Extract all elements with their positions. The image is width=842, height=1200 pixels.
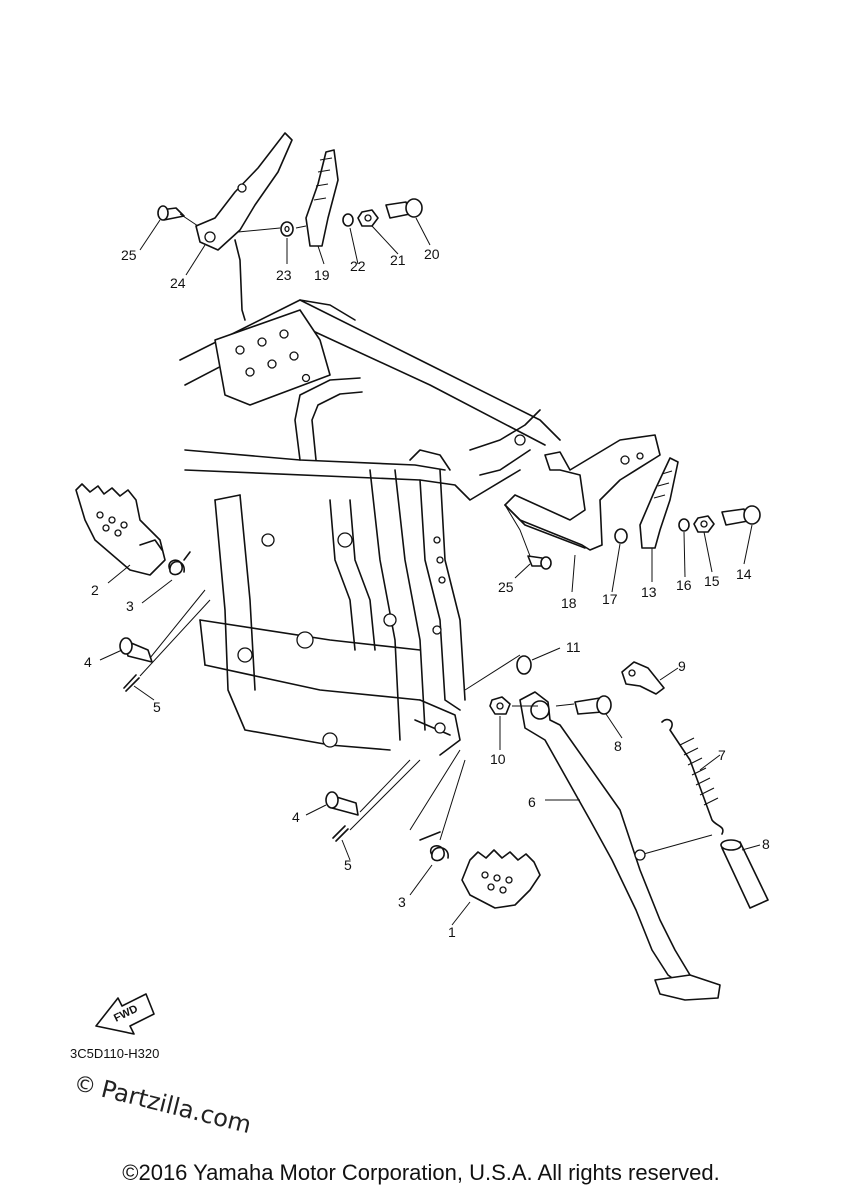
callout-25-upper: 25 — [121, 247, 137, 263]
callout-9: 9 — [678, 658, 686, 674]
diagram-code: 3C5D110-H320 — [70, 1046, 160, 1061]
callout-5-right: 5 — [344, 857, 352, 873]
copyright-footer: ©2016 Yamaha Motor Corporation, U.S.A. A… — [122, 1160, 720, 1185]
callout-numbers: 25 24 23 19 22 21 20 2 3 4 5 25 18 17 13… — [84, 246, 770, 940]
frame — [179, 299, 561, 756]
callout-19: 19 — [314, 267, 330, 283]
callout-10: 8 — [614, 738, 622, 754]
callout-4-left: 4 — [84, 654, 92, 670]
callout-18: 18 — [561, 595, 577, 611]
footrest-left — [75, 483, 211, 692]
rear-footrest-left — [157, 132, 423, 321]
callout-5-left: 5 — [153, 699, 161, 715]
callout-12: 11 — [566, 639, 581, 655]
callout-4-right: 4 — [292, 809, 300, 825]
fwd-arrow: FWD — [95, 993, 155, 1035]
copyright-icon: © — [71, 1070, 99, 1101]
callout-6: 6 — [528, 794, 536, 810]
callout-25-right: 25 — [498, 579, 514, 595]
callout-13: 13 — [641, 584, 657, 600]
callout-16: 16 — [676, 577, 692, 593]
callout-7: 7 — [718, 747, 726, 763]
callout-8: 8 — [762, 836, 770, 852]
sidestand — [464, 654, 769, 1001]
callout-24: 24 — [170, 275, 186, 291]
callout-23: 23 — [276, 267, 292, 283]
callout-2: 2 — [91, 582, 99, 598]
callout-14: 14 — [736, 566, 752, 582]
callout-21: 21 — [390, 252, 406, 268]
callout-3-right: 3 — [398, 894, 406, 910]
rear-footrest-right — [504, 434, 761, 570]
callout-22: 22 — [350, 258, 366, 274]
leader-lines — [99, 217, 761, 926]
callout-17: 17 — [602, 591, 618, 607]
callout-11: 10 — [490, 751, 506, 767]
callout-3-left: 3 — [126, 598, 134, 614]
callout-15: 15 — [704, 573, 720, 589]
callout-20: 20 — [424, 246, 440, 262]
footrest-right — [325, 749, 541, 909]
callout-1: 1 — [448, 924, 456, 940]
